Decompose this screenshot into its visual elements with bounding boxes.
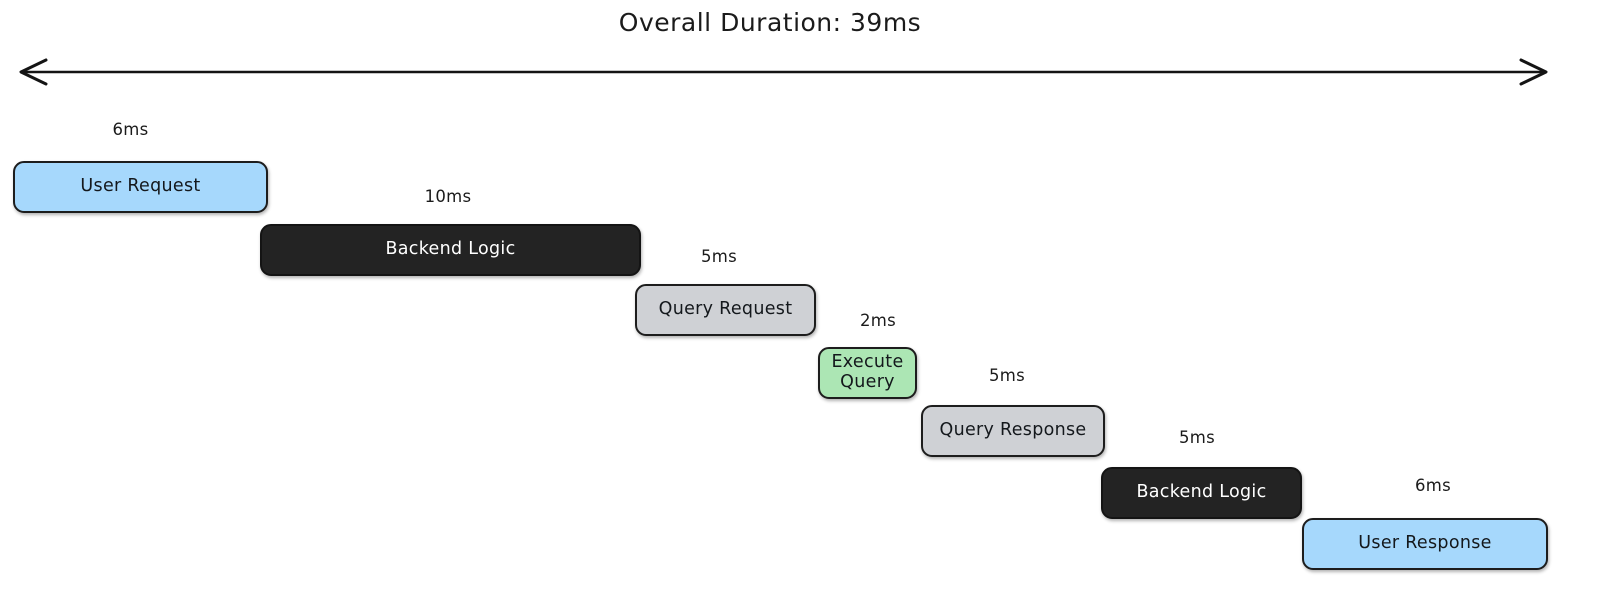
span-duration-execute-query: 2ms bbox=[859, 311, 897, 330]
duration-axis bbox=[12, 50, 1555, 94]
span-duration-query-request: 5ms bbox=[700, 247, 738, 266]
arrow-left-head-icon bbox=[19, 58, 48, 86]
span-duration-backend-logic-2: 5ms bbox=[1178, 428, 1216, 447]
span-block-execute-query[interactable]: Execute Query bbox=[818, 347, 917, 399]
span-label-user-request: User Request bbox=[80, 176, 201, 197]
span-block-user-request[interactable]: User Request bbox=[13, 161, 268, 213]
span-block-backend-logic-2[interactable]: Backend Logic bbox=[1101, 467, 1302, 519]
arrow-right-head-icon bbox=[1519, 58, 1548, 86]
span-block-query-request[interactable]: Query Request bbox=[635, 284, 816, 336]
span-duration-user-request: 6ms bbox=[112, 120, 149, 139]
span-label-backend-logic-1: Backend Logic bbox=[385, 239, 516, 260]
span-duration-backend-logic-1: 10ms bbox=[424, 187, 472, 206]
page-title: Overall Duration: 39ms bbox=[618, 8, 922, 37]
span-duration-query-response: 5ms bbox=[988, 366, 1026, 385]
span-duration-user-response: 6ms bbox=[1414, 476, 1452, 495]
span-block-backend-logic-1[interactable]: Backend Logic bbox=[260, 224, 641, 276]
span-block-user-response[interactable]: User Response bbox=[1302, 518, 1548, 570]
span-block-query-response[interactable]: Query Response bbox=[921, 405, 1105, 457]
span-label-execute-query: Execute Query bbox=[831, 352, 904, 392]
span-label-query-request: Query Request bbox=[658, 299, 793, 320]
axis-line-group bbox=[19, 58, 1548, 86]
span-label-user-response: User Response bbox=[1358, 533, 1492, 554]
span-label-backend-logic-2: Backend Logic bbox=[1136, 482, 1267, 503]
span-label-query-response: Query Response bbox=[939, 420, 1087, 441]
